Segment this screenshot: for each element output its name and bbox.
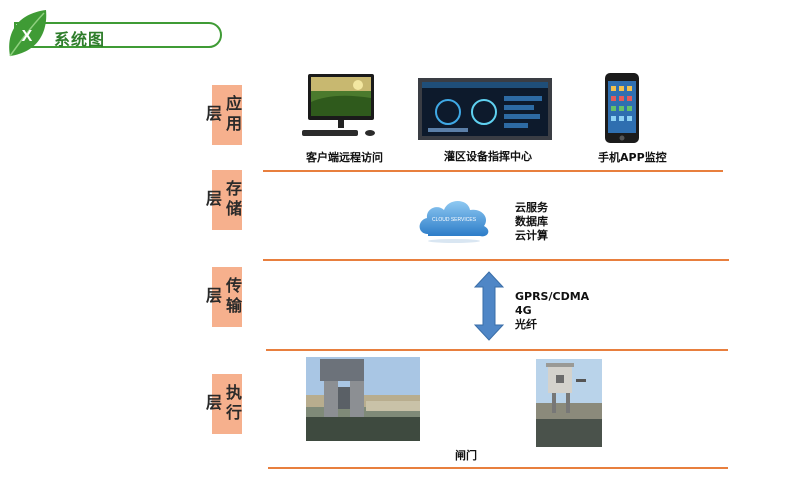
- storage-line: 云计算: [515, 229, 548, 242]
- transport-description: GPRS/CDMA 4G 光纤: [515, 290, 589, 332]
- sluice-gate-photo: [306, 357, 420, 441]
- badge-letter: X: [22, 28, 33, 45]
- transport-line: 光纤: [515, 318, 537, 331]
- transport-line: 4G: [515, 304, 532, 317]
- page-title: 系统图: [54, 30, 106, 49]
- header-banner: [14, 22, 222, 48]
- phone-caption: 手机APP监控: [598, 151, 667, 164]
- transport-line: GPRS/CDMA: [515, 290, 590, 303]
- layer-label-execution: 执行层: [203, 374, 242, 434]
- layer-divider: [263, 259, 729, 261]
- layer-divider: [263, 170, 723, 172]
- storage-line: 云服务: [515, 201, 548, 214]
- cloud-label: CLOUD SERVICES: [432, 217, 477, 223]
- mobile-phone-icon: [605, 73, 639, 143]
- gate-house-photo: [536, 359, 602, 447]
- layer-label-storage: 存储层: [203, 170, 242, 230]
- layer-divider: [266, 349, 728, 351]
- gate-caption: 闸门: [455, 449, 477, 462]
- command-center-screen-icon: [418, 78, 552, 140]
- client-caption: 客户端远程访问: [306, 151, 383, 164]
- command-center-caption: 灌区设备指挥中心: [444, 150, 532, 163]
- bidirectional-arrow-icon: [474, 271, 504, 341]
- cloud-services-icon: CLOUD SERVICES: [419, 201, 489, 243]
- leaf-badge-icon: X: [9, 10, 47, 57]
- storage-line: 数据库: [515, 215, 548, 228]
- desktop-computer-icon: [302, 74, 375, 136]
- layer-label-transport: 传输层: [203, 267, 242, 327]
- layer-divider: [268, 467, 728, 469]
- storage-description: 云服务 数据库 云计算: [515, 201, 548, 243]
- layer-label-application: 应用层: [203, 85, 242, 145]
